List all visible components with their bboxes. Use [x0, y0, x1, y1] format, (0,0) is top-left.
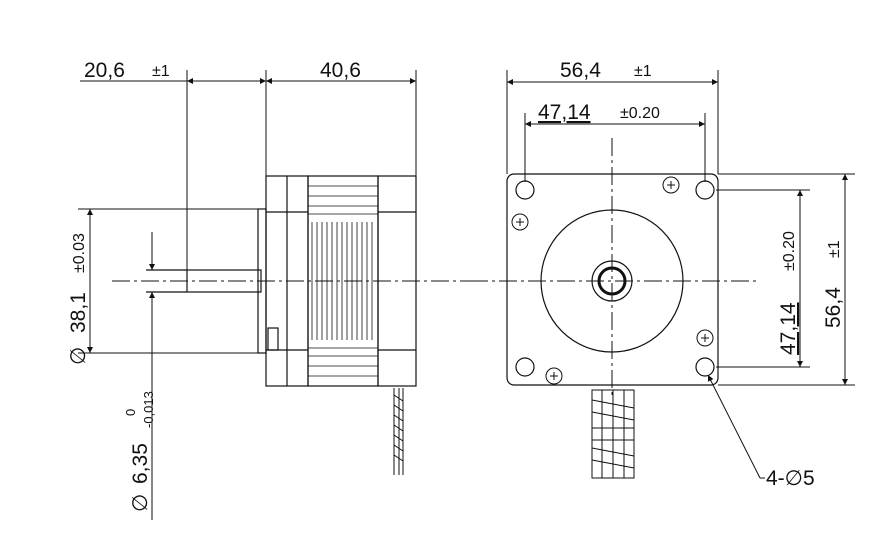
mounting-hole-br [695, 357, 715, 377]
dim-label-body-length: 40,6 [320, 59, 361, 82]
side-view-dimensions [78, 70, 417, 520]
svg-text:±0.03: ±0.03 [71, 233, 88, 273]
svg-text:±1: ±1 [826, 240, 843, 258]
svg-text:20,6: 20,6 [84, 59, 125, 82]
svg-text:47,14: 47,14 [777, 302, 800, 355]
side-view [112, 175, 470, 475]
dim-label-frame-width: 56,4 ±1 [560, 59, 652, 82]
svg-text:56,4: 56,4 [560, 59, 601, 82]
dim-label-hole-spacing-v: 47,14 ±0.20 [777, 231, 800, 355]
screw-heads [511, 176, 714, 385]
mounting-hole-bl [515, 357, 535, 377]
svg-text:0: 0 [123, 409, 138, 416]
front-view-dimensions [506, 70, 855, 479]
front-view [470, 138, 760, 479]
svg-text:±0.20: ±0.20 [781, 231, 798, 271]
svg-text:∅: ∅ [129, 494, 152, 512]
front-lead-wires [591, 389, 635, 479]
svg-text:47,14: 47,14 [538, 101, 591, 124]
dim-label-frame-height: 56,4 ±1 [822, 240, 845, 328]
svg-text:38,1: 38,1 [67, 292, 90, 333]
mounting-holes-label: 4-∅5 [766, 467, 815, 490]
mounting-hole-tl [515, 180, 535, 200]
pilot-circle [540, 209, 684, 353]
svg-text:∅: ∅ [67, 347, 90, 365]
svg-text:±1: ±1 [152, 63, 170, 80]
svg-text:±0.20: ±0.20 [620, 105, 660, 122]
mounting-hole-tr [695, 180, 715, 200]
dim-label-hole-spacing-h: 47,14 ±0.20 [538, 101, 660, 124]
side-lead-wires [393, 388, 404, 475]
svg-text:±1: ±1 [634, 63, 652, 80]
rear-end-cap [377, 175, 417, 387]
dim-label-shaft-extension: 20,6 ±1 [84, 59, 170, 82]
shaft-boss [591, 260, 633, 302]
svg-text:6,35: 6,35 [129, 443, 152, 484]
svg-text:56,4: 56,4 [822, 287, 845, 328]
lamination-teeth [308, 185, 378, 377]
dim-label-pilot-diameter: ∅ 38,1 ±0.03 [67, 233, 90, 365]
svg-text:-0,013: -0,013 [141, 391, 156, 428]
lamination-stripes [311, 222, 373, 340]
dim-label-shaft-diameter: ∅ 6,35 0 -0,013 [123, 391, 156, 512]
